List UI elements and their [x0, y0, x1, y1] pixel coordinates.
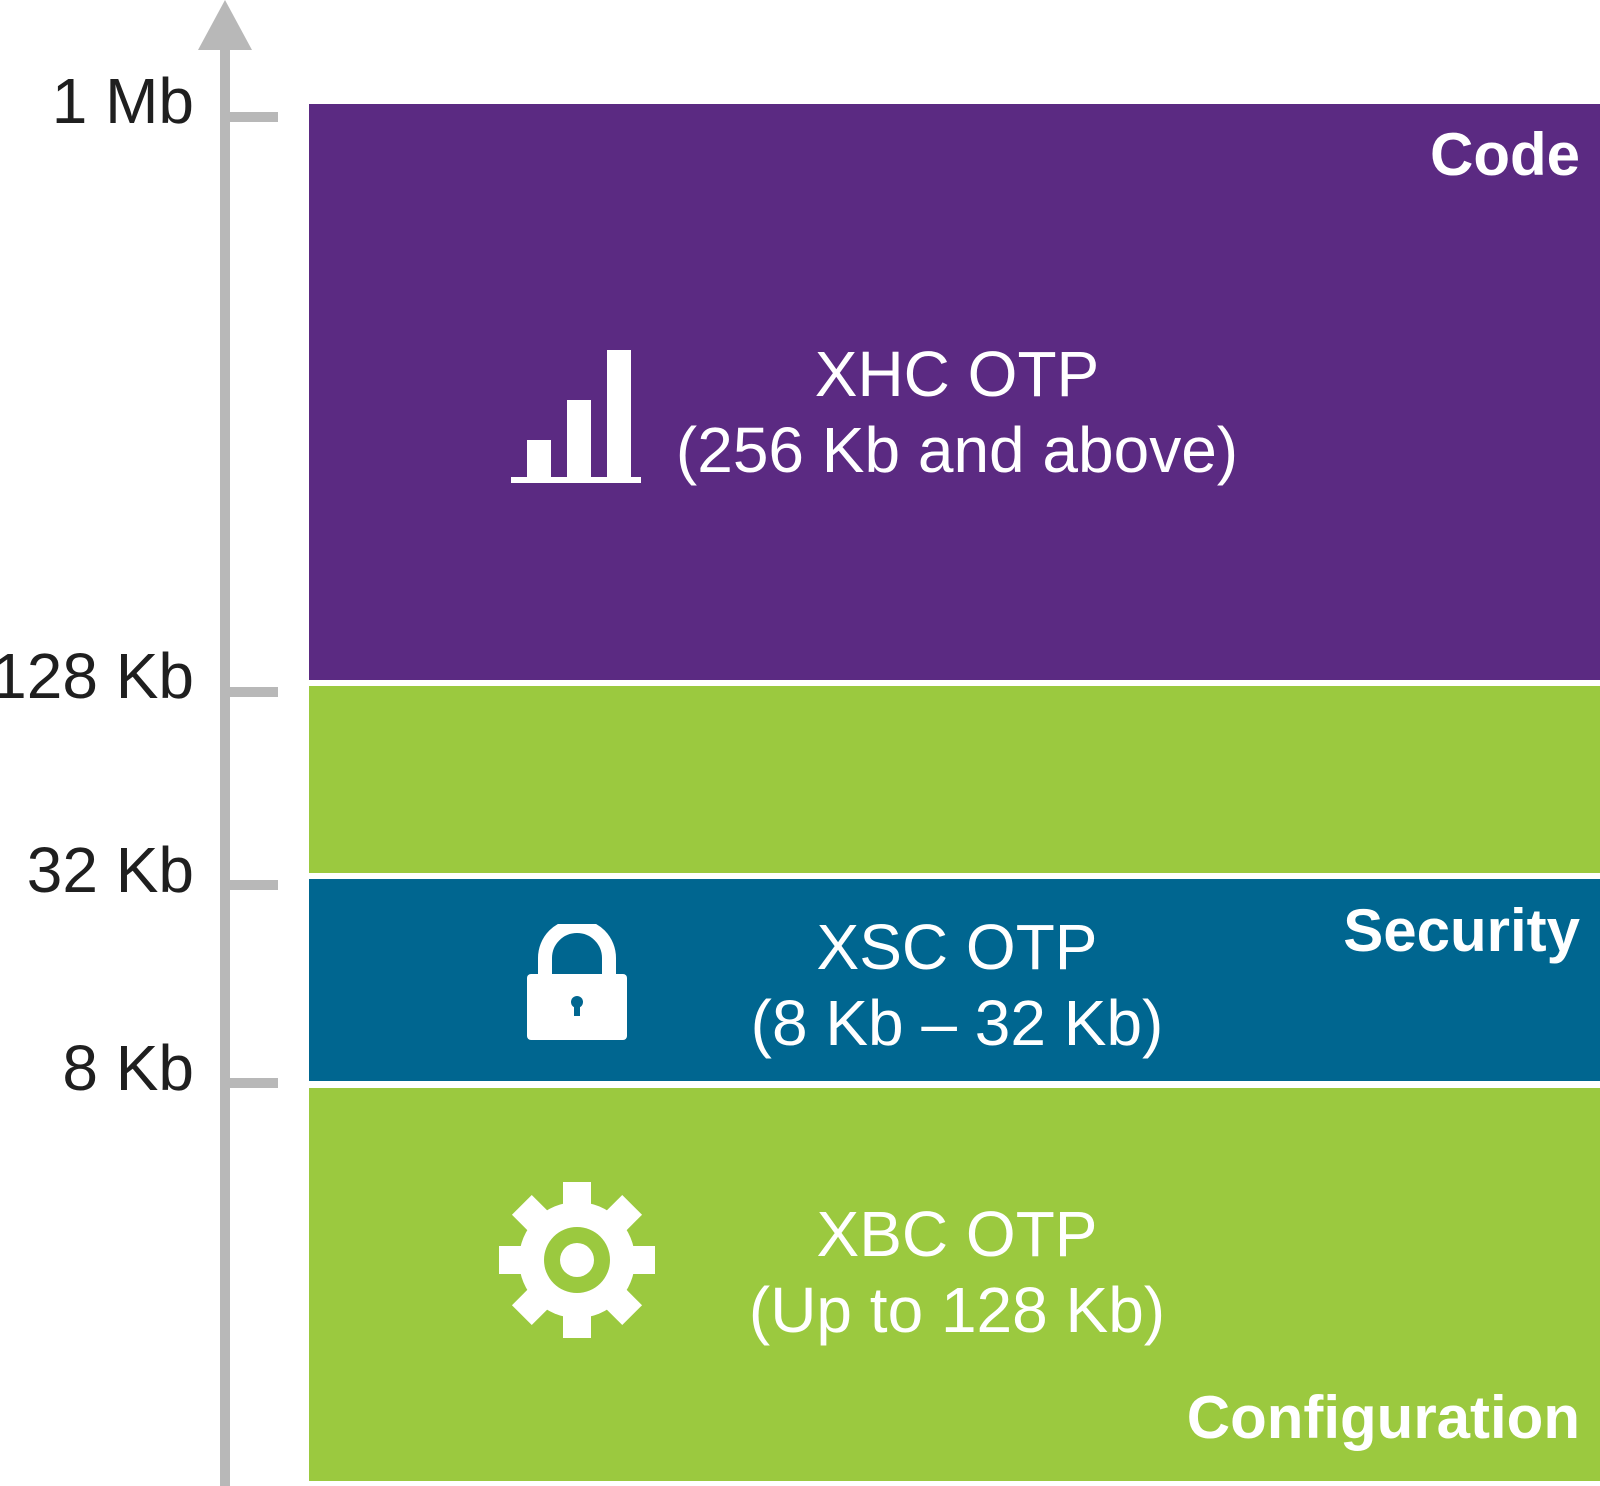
- xsc-otp-range: (8 Kb – 32 Kb): [750, 987, 1164, 1059]
- gear-icon: [499, 1182, 655, 1343]
- configuration-band: XBC OTP (Up to 128 Kb) Configuration: [309, 1088, 1600, 1481]
- xbc-otp-title: XBC OTP (Up to 128 Kb): [557, 1196, 1357, 1348]
- xsc-otp-name: XSC OTP: [816, 911, 1098, 983]
- security-label: Security: [1343, 897, 1580, 964]
- xhc-otp-name: XHC OTP: [814, 338, 1100, 410]
- security-band: Security XSC OTP (8 Kb – 32 Kb): [309, 879, 1600, 1081]
- axis-label-8kb: 8 Kb: [62, 1032, 194, 1104]
- xhc-otp-range: (256 Kb and above): [675, 414, 1239, 486]
- axis-label-128kb: 128 Kb: [0, 640, 194, 712]
- xhc-otp-title: XHC OTP (256 Kb and above): [557, 336, 1357, 488]
- lock-icon: [527, 919, 627, 1045]
- axis-label-1mb: 1 Mb: [51, 65, 194, 137]
- axis-tick-32kb: [225, 880, 278, 890]
- axis-tick-8kb: [225, 1078, 278, 1088]
- code-band: Code XHC OTP (256 Kb and above): [309, 104, 1600, 680]
- xsc-otp-title: XSC OTP (8 Kb – 32 Kb): [557, 909, 1357, 1061]
- axis-label-32kb: 32 Kb: [26, 834, 194, 906]
- configuration-band-upper: [309, 686, 1600, 873]
- xbc-otp-name: XBC OTP: [816, 1198, 1098, 1270]
- configuration-label: Configuration: [1186, 1384, 1580, 1451]
- axis-tick-1mb: [225, 112, 278, 122]
- memory-size-axis: [220, 40, 230, 1486]
- xbc-otp-range: (Up to 128 Kb): [748, 1274, 1166, 1346]
- axis-tick-128kb: [225, 687, 278, 697]
- bar-chart-icon: [511, 350, 641, 489]
- code-label: Code: [1430, 121, 1580, 188]
